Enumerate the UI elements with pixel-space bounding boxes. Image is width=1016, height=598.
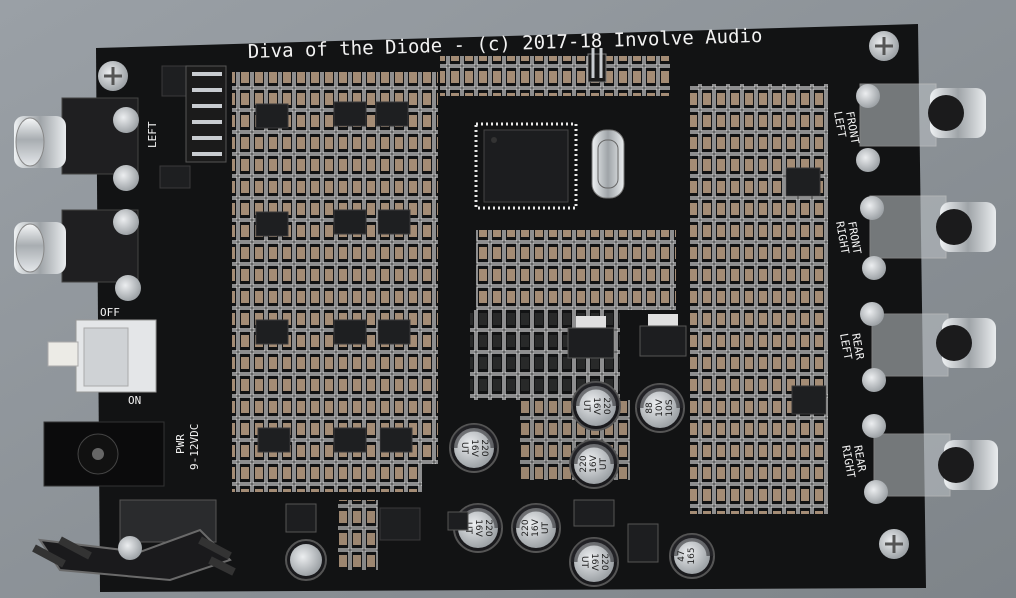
capacitor-label: 220 (483, 519, 493, 536)
voltage-regulators (567, 314, 687, 359)
smd-inductors (285, 499, 659, 563)
capacitor-label: 165 (687, 547, 697, 564)
opamp-chips (159, 65, 827, 541)
electrolytic-capacitors: 22016VUT8810V10S22016VUT22016VUT22016VUT… (285, 381, 715, 587)
capacitor-label: UT (581, 400, 591, 413)
capacitor-label: 47 (677, 550, 687, 561)
label-rear-left-1: REAR (849, 332, 866, 361)
mounting-screw-top-left (98, 61, 128, 91)
input-rca-jack-right[interactable] (14, 209, 141, 301)
pin-header (185, 48, 607, 163)
capacitor-label: 220 (601, 397, 611, 414)
capacitor-label: UT (541, 521, 551, 534)
capacitor-label: 220 (599, 553, 609, 570)
capacitor-label: 220 (521, 519, 531, 536)
dc-power-jack[interactable] (43, 421, 165, 487)
label-rear-left-2: LEFT (837, 332, 854, 361)
capacitor-label: 16V (531, 518, 541, 536)
capacitor-small (285, 539, 327, 581)
label-front-left-1: FRONT (843, 110, 862, 145)
output-rca-jack-rear-left[interactable] (860, 302, 996, 392)
regulator-heatsink (32, 499, 236, 582)
capacitor-label: 16V (589, 553, 599, 571)
capacitor-label: 88 (645, 402, 655, 414)
mounting-screw-top-right (869, 31, 899, 61)
capacitor-label: UT (459, 442, 469, 455)
input-left-label: LEFT (146, 121, 159, 148)
output-rca-jack-front-left[interactable] (856, 83, 986, 172)
capacitor-label: 16V (473, 519, 483, 537)
output-rca-jack-front-right[interactable] (860, 195, 996, 280)
label-rear-right-2: RIGHT (839, 444, 858, 479)
output-rca-jack-rear-right[interactable] (862, 414, 998, 504)
crystal-oscillator (591, 129, 625, 199)
switch-off-label: OFF (100, 306, 120, 319)
capacitor-label: 16V (589, 454, 599, 472)
power-label-voltage: 9-12VDC (188, 424, 201, 470)
capacitor-label: 16V (591, 397, 601, 415)
label-rear-right-1: REAR (851, 444, 868, 473)
capacitor-label: 10V (655, 398, 665, 416)
dsp-qfp-chip (474, 122, 578, 210)
power-switch[interactable] (47, 319, 157, 393)
capacitor-label: 220 (579, 455, 589, 472)
label-front-right-2: RIGHT (833, 220, 852, 255)
mounting-screw-bottom-right (879, 529, 909, 559)
label-front-left-2: LEFT (831, 110, 848, 139)
input-rca-jack-left[interactable] (14, 97, 139, 191)
capacitor-label: 16V (469, 439, 479, 457)
capacitor-label: UT (599, 457, 609, 470)
capacitor-label: 220 (479, 439, 489, 456)
switch-on-label: ON (128, 394, 141, 407)
label-front-right-1: FRONT (845, 220, 864, 255)
power-label-pwr: PWR (174, 434, 187, 454)
capacitor-label: 10S (665, 399, 675, 416)
capacitor-label: UT (579, 556, 589, 569)
